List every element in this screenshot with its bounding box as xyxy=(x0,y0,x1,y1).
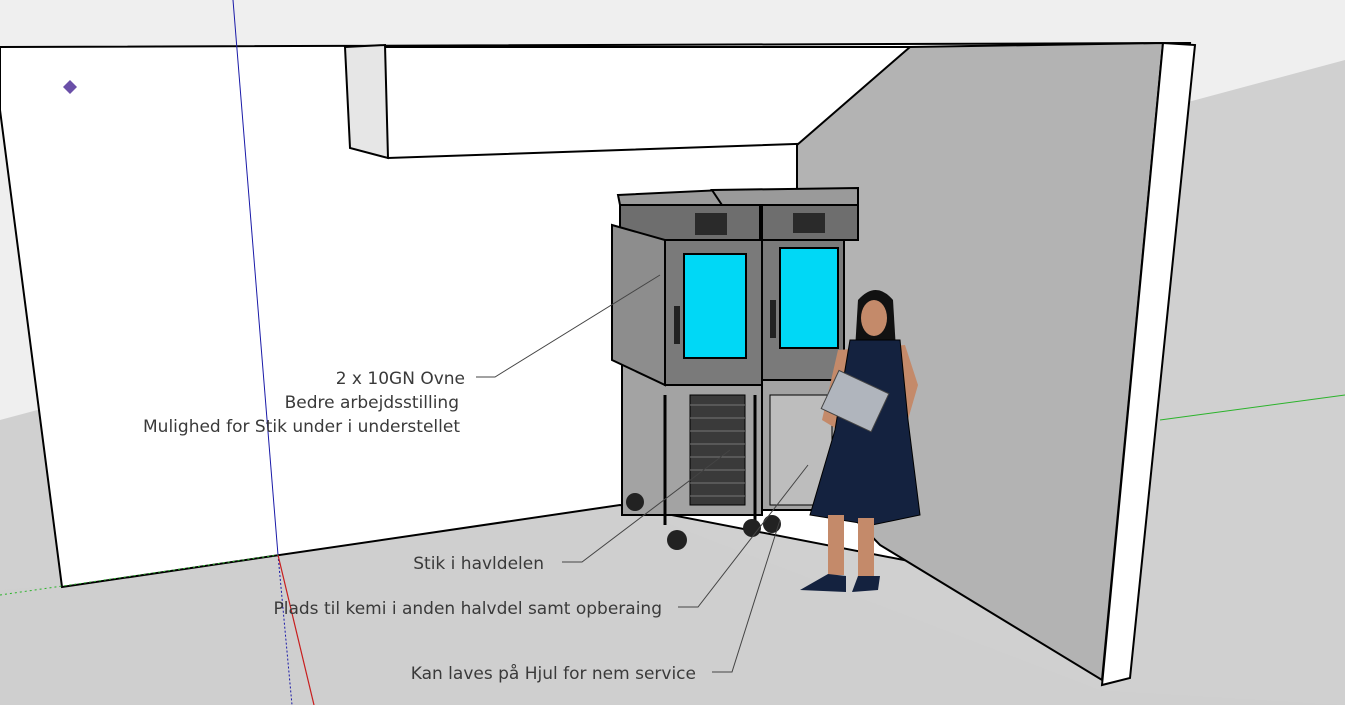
oven-glass xyxy=(683,253,747,359)
rack-trays xyxy=(689,394,746,506)
axis-green xyxy=(1159,394,1345,421)
ovens-label-line1: 2 x 10GN Ovne xyxy=(336,369,465,389)
person-leg xyxy=(828,515,844,575)
ovens-label-line3: Mulighed for Stik under i understellet xyxy=(143,417,460,437)
axis-green-dotted xyxy=(0,554,279,596)
oven-top xyxy=(710,186,859,206)
person-shoe xyxy=(800,574,846,592)
oven-unit[interactable] xyxy=(611,186,859,550)
person-leg xyxy=(858,518,874,576)
person-dress xyxy=(809,339,921,526)
soffit-side xyxy=(343,43,390,160)
oven-side xyxy=(611,223,666,387)
ovens-label-line2: Bedre arbejdsstilling xyxy=(285,393,459,413)
wheel xyxy=(763,515,781,533)
wheel xyxy=(743,519,761,537)
leader-ovens xyxy=(476,274,661,378)
floor xyxy=(0,505,1345,705)
oven-glass xyxy=(779,247,839,349)
person-face xyxy=(861,300,887,336)
person-figure[interactable] xyxy=(800,290,921,592)
person-shoe xyxy=(852,576,880,592)
leader-storage xyxy=(678,464,809,608)
side-wall-edge xyxy=(1100,41,1197,687)
wheels-label: Kan laves på Hjul for nem service xyxy=(411,663,696,684)
axis-blue-dotted xyxy=(277,554,293,705)
wheel xyxy=(667,530,687,550)
axis-blue xyxy=(232,0,279,556)
wheel xyxy=(626,493,644,511)
storage-label: Plads til kemi i anden halvdel samt opbe… xyxy=(274,599,663,619)
oven-handle xyxy=(674,306,680,344)
oven-control-display xyxy=(793,213,825,233)
leader-wheels xyxy=(712,519,781,673)
socket-label: Stik i havldelen xyxy=(413,554,544,574)
leader-socket xyxy=(562,449,731,563)
oven-control-display xyxy=(695,213,727,235)
origin-marker-icon[interactable] xyxy=(63,80,77,94)
axis-red xyxy=(277,554,315,705)
oven-handle xyxy=(770,300,776,338)
person-tablet xyxy=(820,369,890,433)
